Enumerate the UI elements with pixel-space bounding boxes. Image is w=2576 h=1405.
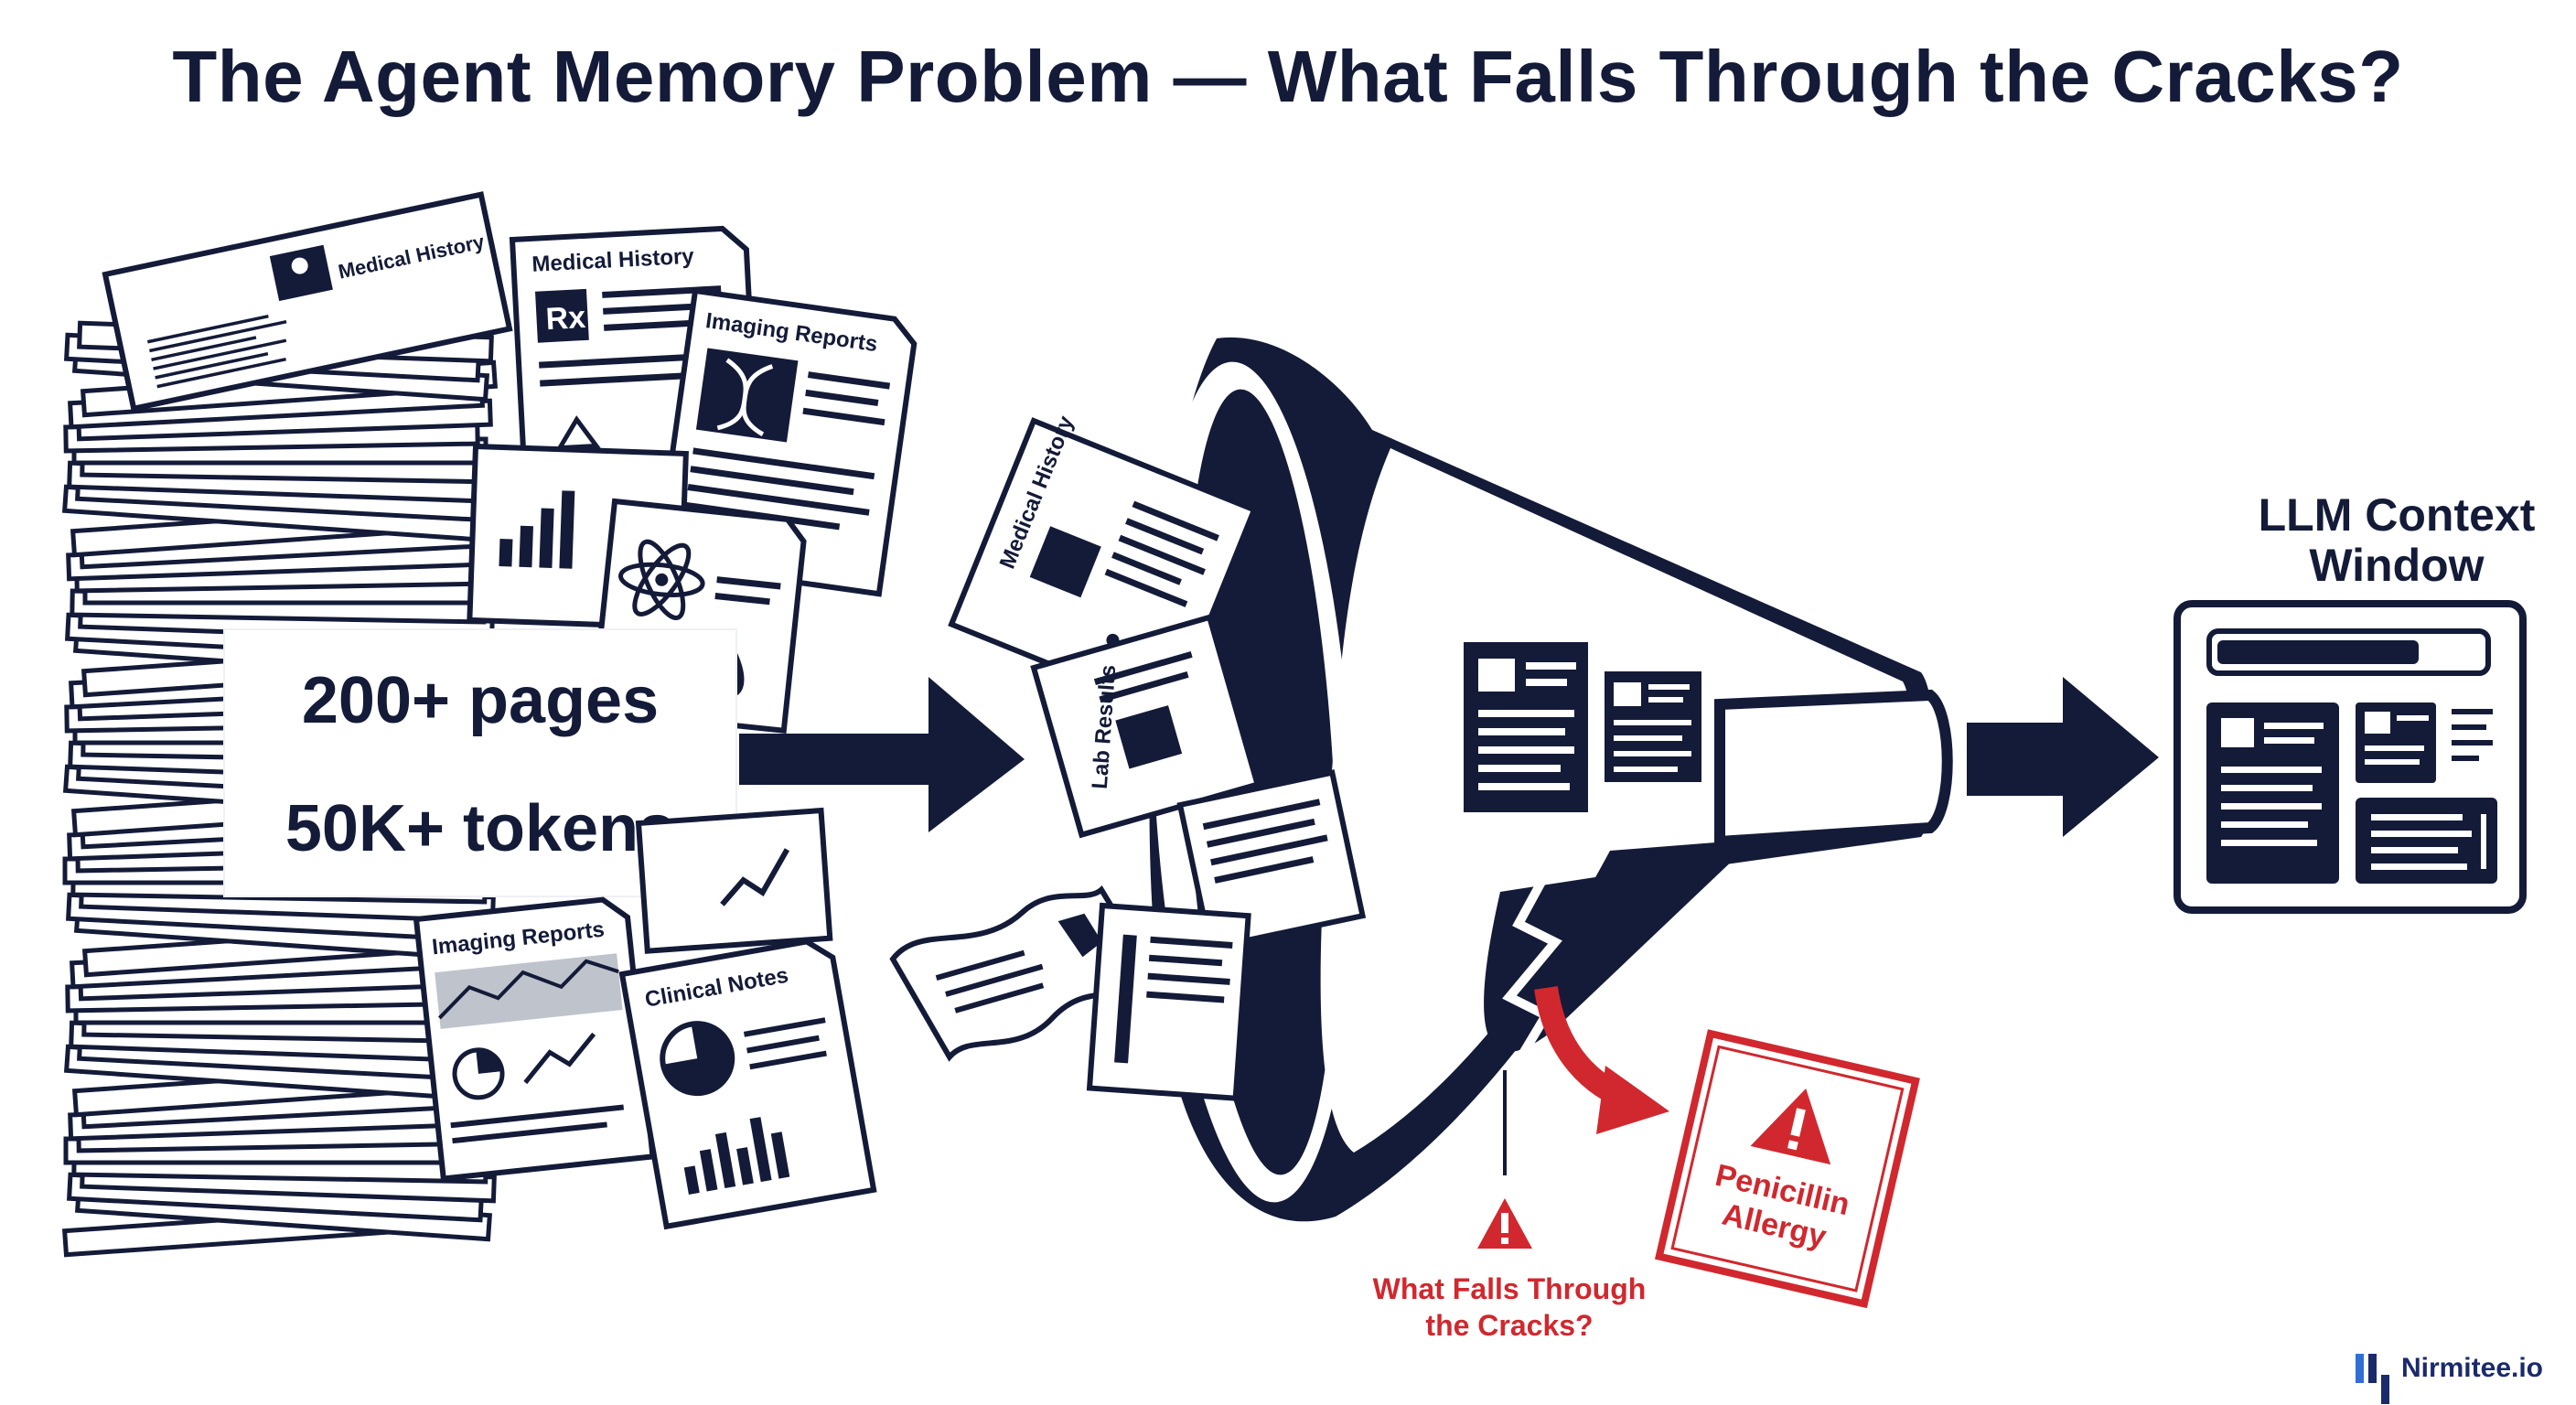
arrow-into-context	[1967, 677, 2159, 837]
funnel-doc-spill-1	[1176, 769, 1367, 952]
funnel-doc-large	[1460, 638, 1592, 816]
cracks-caption-2: the Cracks?	[1425, 1309, 1593, 1342]
cracks-caption-1: What Falls Through	[1373, 1272, 1647, 1305]
arrow-into-funnel	[739, 677, 1025, 832]
funnel-doc-small	[1601, 668, 1705, 786]
page-title: The Agent Memory Problem — What Falls Th…	[172, 36, 2404, 117]
brand: Nirmitee.io	[2355, 1352, 2543, 1385]
trend-icon	[720, 848, 790, 906]
doc-medical-history-top: Medical History	[102, 191, 513, 413]
token-count: 50K+ tokens	[285, 792, 675, 865]
brand-name: Nirmitee.io	[2400, 1353, 2543, 1383]
svg-text:Rx: Rx	[545, 300, 586, 337]
penicillin-allergy-card: Penicillin Allergy	[1654, 1029, 1920, 1309]
doc-clinical-notes: Clinical Notes	[618, 938, 877, 1230]
context-window-title-2: Window	[2309, 540, 2484, 591]
rx-icon	[535, 288, 589, 343]
paper-stack	[61, 320, 500, 1258]
progress-fill	[2217, 640, 2419, 664]
warning-icon-caption	[1477, 1198, 1532, 1249]
crack	[1502, 871, 1562, 1064]
context-doc-left	[2206, 702, 2339, 884]
doc-line-chart	[635, 807, 833, 954]
page-count: 200+ pages	[302, 664, 659, 737]
warning-icon	[555, 415, 601, 451]
doc-imaging-reports-bottom: Imaging Reports	[413, 896, 656, 1182]
atom-icon	[618, 562, 705, 597]
context-doc-bottom	[2356, 798, 2497, 884]
funnel-doc-lab-results: Lab Results	[1030, 614, 1261, 839]
funnel-doc-spill-3	[1086, 902, 1251, 1101]
context-window-panel	[2174, 600, 2527, 914]
warning-icon	[1750, 1088, 1831, 1165]
nirmitee-logo-icon	[2355, 1352, 2392, 1385]
context-window-title-1: LLM Context	[2259, 489, 2536, 541]
